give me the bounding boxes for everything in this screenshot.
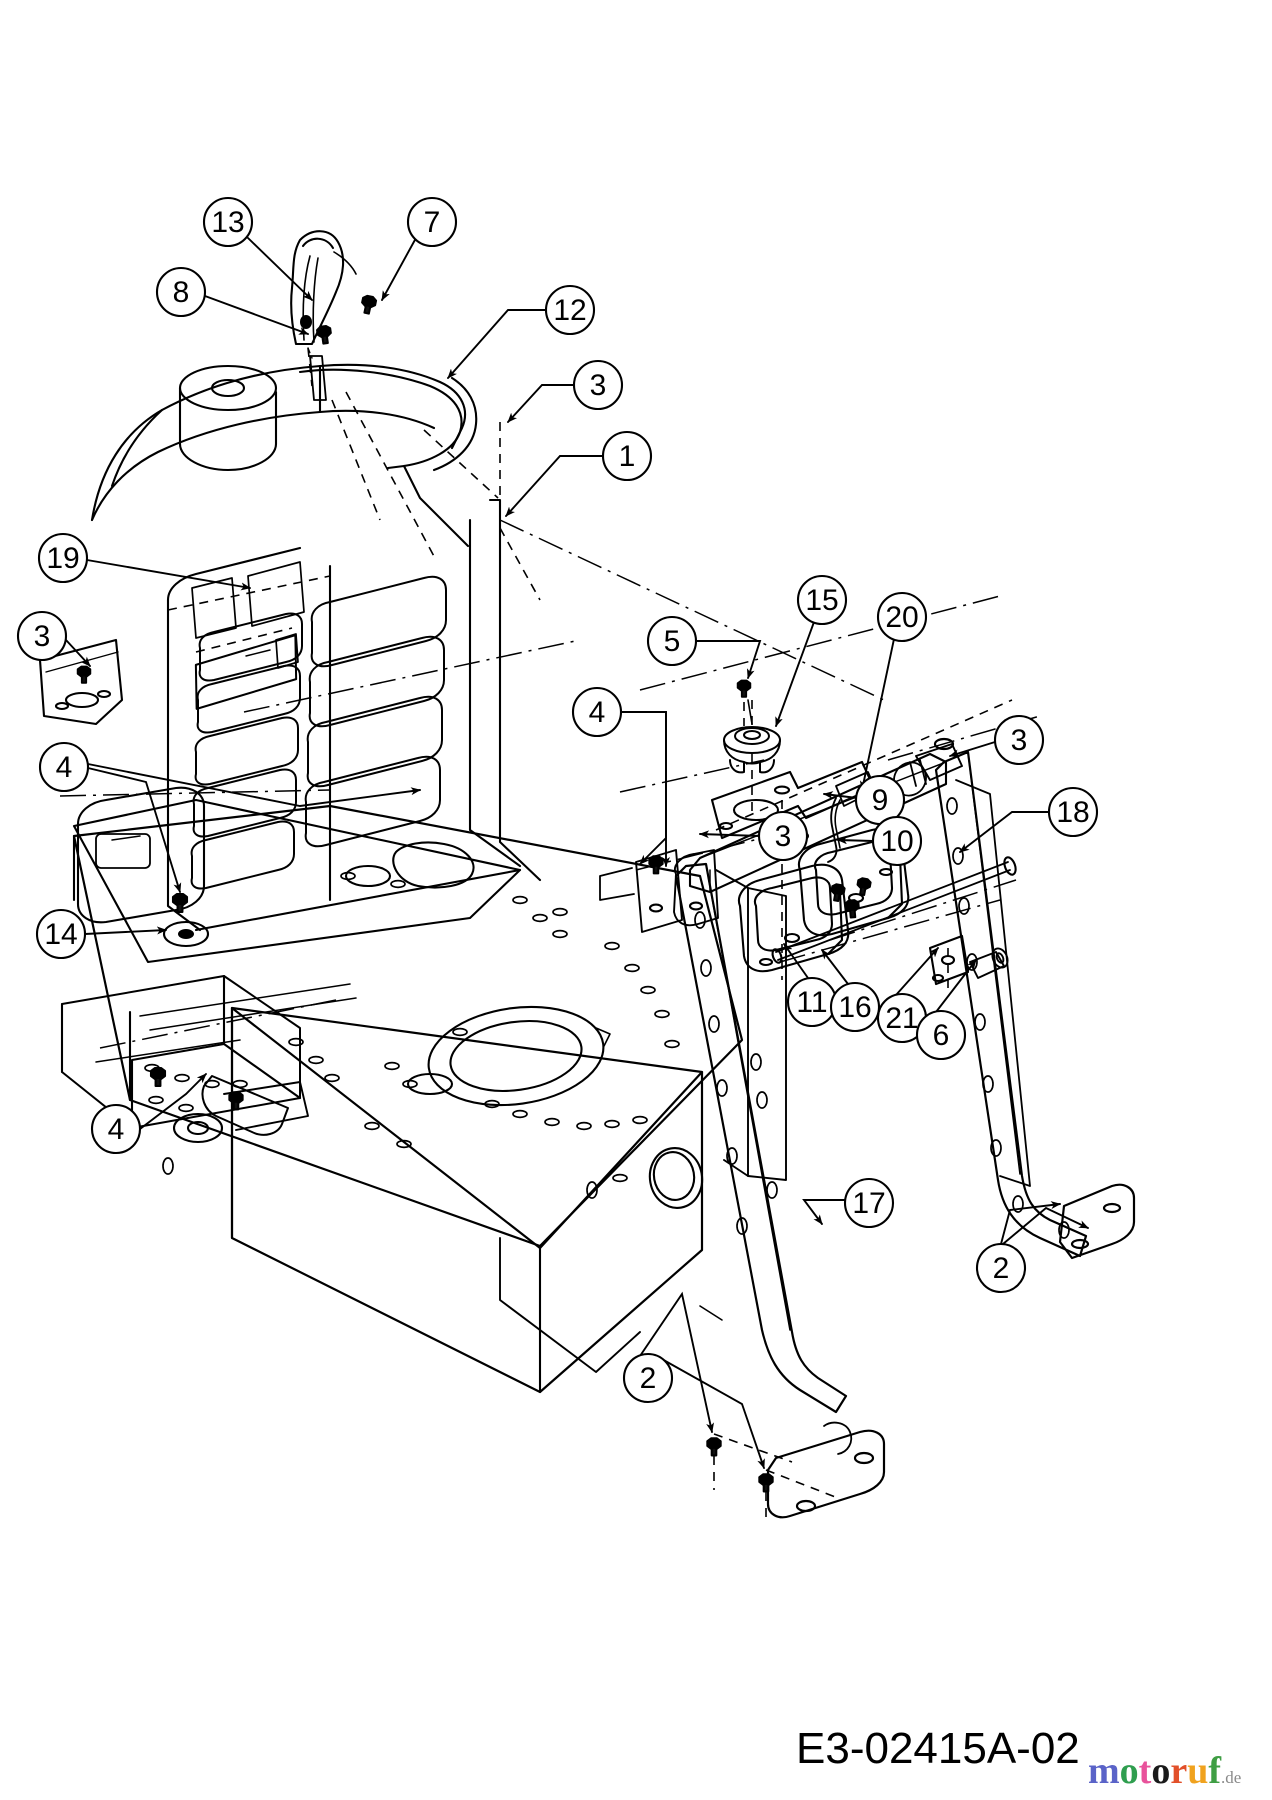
callout-circle — [406, 196, 458, 248]
callout-circle — [796, 574, 848, 626]
callout-circle — [571, 686, 623, 738]
callout-bubble-15[interactable]: 15 — [796, 574, 848, 626]
callout-circle — [993, 714, 1045, 766]
leader-lines — [65, 237, 1089, 1469]
callout-bubble-4[interactable]: 4 — [90, 1103, 142, 1155]
callout-bubble-19[interactable]: 19 — [37, 532, 89, 584]
callout-circle — [1047, 786, 1099, 838]
callout-circle — [601, 430, 653, 482]
callout-number: 5 — [664, 625, 681, 658]
callout-number: 3 — [590, 369, 607, 402]
watermark-letters: motoruf — [1088, 1752, 1221, 1790]
callout-number: 16 — [838, 991, 871, 1024]
watermark-letter: o — [1151, 1750, 1171, 1792]
callout-circle — [843, 1177, 895, 1229]
callout-number: 12 — [553, 294, 586, 327]
callout-number: 13 — [211, 206, 244, 239]
callout-circle — [876, 591, 928, 643]
callout-number: 4 — [56, 751, 73, 784]
callout-number: 8 — [173, 276, 190, 309]
callout-number: 19 — [46, 542, 79, 575]
callout-number: 15 — [805, 584, 838, 617]
watermark-letter: r — [1170, 1750, 1188, 1792]
callout-bubble-2[interactable]: 2 — [622, 1352, 674, 1404]
callout-bubble-3[interactable]: 3 — [572, 359, 624, 411]
construction-centerlines — [59, 519, 1041, 1049]
callout-number: 20 — [885, 601, 918, 634]
callout-bubble-21[interactable]: 21 — [876, 992, 928, 1044]
callout-bubble-4[interactable]: 4 — [38, 741, 90, 793]
callout-bubble-layer: 13 7 8 12 3 1 19 15 20 3 5 4 3 4 9 18 3 10 14 11 16 21 6 4 17 2 2 — [16, 196, 1099, 1404]
callout-number: 4 — [589, 696, 606, 729]
callout-circle — [975, 1242, 1027, 1294]
callout-circle — [90, 1103, 142, 1155]
watermark-letter: f — [1208, 1750, 1221, 1792]
callout-bubble-13[interactable]: 13 — [202, 196, 254, 248]
callout-circle — [544, 284, 596, 336]
callout-circle — [829, 981, 881, 1033]
callout-circle — [915, 1009, 967, 1061]
cross-rail-and-brackets — [599, 679, 1017, 986]
callout-circle — [38, 741, 90, 793]
callout-number: 7 — [424, 206, 441, 239]
callout-circle — [37, 532, 89, 584]
callout-bubble-4[interactable]: 4 — [571, 686, 623, 738]
callout-number: 3 — [1011, 724, 1028, 757]
chassis-frame-deck — [60, 804, 744, 1394]
watermark-letter: o — [1119, 1750, 1139, 1792]
roll-bar-uprights — [674, 737, 1136, 1519]
callout-number: 14 — [44, 918, 77, 951]
callout-number: 10 — [880, 825, 913, 858]
watermark-suffix: .de — [1220, 1768, 1242, 1787]
callout-bubble-16[interactable]: 16 — [829, 981, 881, 1033]
callout-number: 11 — [796, 986, 827, 1019]
callout-bubble-17[interactable]: 17 — [843, 1177, 895, 1229]
callout-bubble-20[interactable]: 20 — [876, 591, 928, 643]
callout-number: 4 — [108, 1113, 125, 1146]
diagram-code-label: E3-02415A-02 — [796, 1724, 1080, 1773]
callout-bubble-1[interactable]: 1 — [601, 430, 653, 482]
callout-bubble-2[interactable]: 2 — [975, 1242, 1027, 1294]
callout-number: 3 — [775, 820, 792, 853]
watermark-letter: m — [1088, 1750, 1120, 1792]
callout-number: 17 — [852, 1187, 885, 1220]
callout-circle — [155, 266, 207, 318]
callout-bubble-10[interactable]: 10 — [871, 815, 923, 867]
callout-number: 3 — [34, 620, 51, 653]
callout-number: 18 — [1056, 796, 1089, 829]
callout-circle — [757, 810, 809, 862]
seat-backrest-assembly — [38, 230, 542, 964]
callout-bubble-3[interactable]: 3 — [16, 610, 68, 662]
callout-bubble-5[interactable]: 5 — [646, 615, 698, 667]
callout-circle — [646, 615, 698, 667]
callout-bubble-6[interactable]: 6 — [915, 1009, 967, 1061]
callout-bubble-14[interactable]: 14 — [35, 908, 87, 960]
callout-number: 2 — [993, 1252, 1010, 1285]
callout-bubble-7[interactable]: 7 — [406, 196, 458, 248]
callout-number: 2 — [640, 1362, 657, 1395]
callout-circle — [871, 815, 923, 867]
watermark-letter: u — [1187, 1750, 1209, 1792]
callout-number: 9 — [872, 784, 889, 817]
callout-circle — [622, 1352, 674, 1404]
callout-bubble-18[interactable]: 18 — [1047, 786, 1099, 838]
callout-circle — [572, 359, 624, 411]
watermark-letter: t — [1138, 1750, 1152, 1792]
callout-circle — [16, 610, 68, 662]
callout-bubble-3[interactable]: 3 — [757, 810, 809, 862]
callout-circle — [202, 196, 254, 248]
callout-number: 6 — [933, 1019, 950, 1052]
callout-number: 1 — [619, 440, 636, 473]
callout-bubble-11[interactable]: 11 — [786, 976, 838, 1028]
callout-bubble-12[interactable]: 12 — [544, 284, 596, 336]
site-watermark: motoruf.de — [1088, 1752, 1241, 1790]
callout-bubble-8[interactable]: 8 — [155, 266, 207, 318]
callout-bubble-3[interactable]: 3 — [993, 714, 1045, 766]
assembly-dashed-lines — [167, 347, 1013, 1524]
callout-circle — [35, 908, 87, 960]
callout-number: 21 — [885, 1002, 918, 1035]
